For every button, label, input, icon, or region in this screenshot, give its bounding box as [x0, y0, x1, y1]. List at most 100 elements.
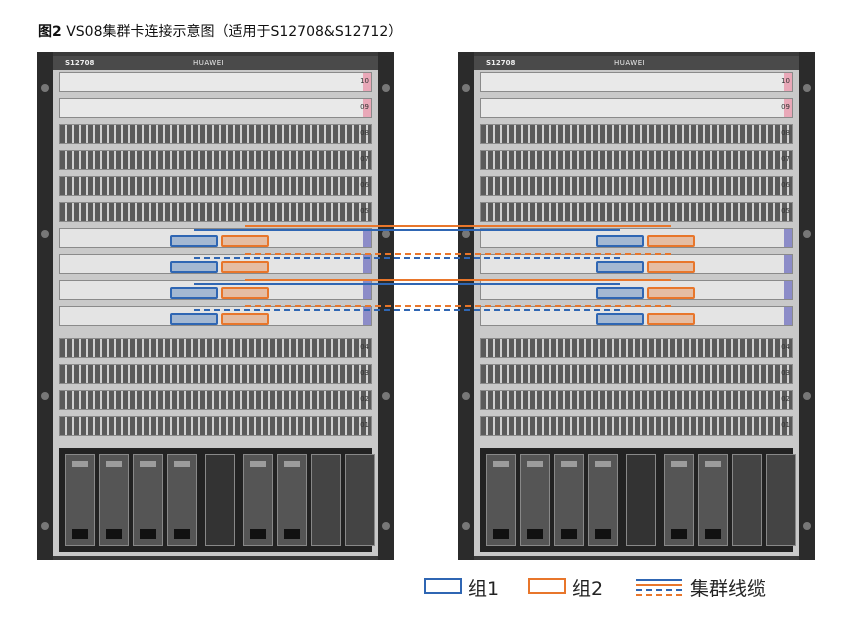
slot-number: 08 [781, 129, 790, 137]
cluster-card-slot [59, 280, 372, 300]
slot-marker [784, 229, 792, 247]
slot-marker [784, 281, 792, 299]
mounting-hole [803, 230, 811, 238]
right-chassis: S12708 HUAWEI 10 09 08 07 06 05 04 03 02… [458, 52, 815, 560]
lpu-slot: 06 [480, 176, 793, 196]
slot-number: 01 [781, 421, 790, 429]
power-module [486, 454, 516, 546]
group2-ports [647, 261, 695, 273]
chassis-header: S12708 HUAWEI [53, 56, 378, 70]
power-module-label [106, 461, 122, 467]
slot-marker [363, 255, 371, 273]
chassis-model: S12708 [486, 59, 516, 67]
right-mounting-ear [799, 52, 815, 560]
chassis-frame: S12708 HUAWEI 10 09 08 07 06 05 04 03 02… [474, 56, 799, 556]
mounting-hole [41, 230, 49, 238]
group1-ports [170, 287, 218, 299]
slot-number: 02 [360, 395, 369, 403]
blank-module [766, 454, 796, 546]
lpu-slot: 03 [59, 364, 372, 384]
group1-ports [596, 261, 644, 273]
legend-cable-label: 集群线缆 [690, 578, 767, 600]
mounting-hole [462, 84, 470, 92]
lpu-slot: 03 [480, 364, 793, 384]
fabric-module [205, 454, 235, 546]
figure-caption: 图2 VS08集群卡连接示意图（适用于S12708&S12712） [38, 21, 402, 41]
cluster-cable [245, 253, 671, 255]
slot-number: 10 [781, 77, 790, 85]
slot-number: 09 [781, 103, 790, 111]
legend-cable-swatch [636, 579, 682, 596]
fabric-module [626, 454, 656, 546]
legend-dashed-blue-line [636, 589, 682, 591]
slot-number: 06 [781, 181, 790, 189]
power-module-label [72, 461, 88, 467]
lpu-slot: 07 [59, 150, 372, 170]
blank-module [732, 454, 762, 546]
power-socket [72, 529, 88, 539]
group1-ports [170, 313, 218, 325]
figure-label: 图2 [38, 24, 62, 40]
power-module-label [493, 461, 509, 467]
power-module-label [140, 461, 156, 467]
slot-number: 04 [360, 343, 369, 351]
power-module-label [250, 461, 266, 467]
power-module [554, 454, 584, 546]
mounting-hole [803, 522, 811, 530]
mounting-hole [382, 392, 390, 400]
cluster-card-slot [480, 228, 793, 248]
group1-ports [596, 235, 644, 247]
slot-marker [363, 281, 371, 299]
lpu-slot: 01 [59, 416, 372, 436]
slot-number: 09 [360, 103, 369, 111]
mounting-hole [382, 84, 390, 92]
legend-group1-label: 组1 [468, 578, 500, 600]
mounting-hole [382, 230, 390, 238]
slot-marker [784, 307, 792, 325]
slot-marker [784, 255, 792, 273]
power-socket [106, 529, 122, 539]
power-module [99, 454, 129, 546]
lpu-slot: 07 [480, 150, 793, 170]
power-module [167, 454, 197, 546]
group1-ports [596, 287, 644, 299]
lpu-slot: 06 [59, 176, 372, 196]
lpu-slot: 02 [59, 390, 372, 410]
brand-label: HUAWEI [614, 59, 646, 67]
lpu-slot: 04 [59, 338, 372, 358]
power-module-label [705, 461, 721, 467]
power-socket [250, 529, 266, 539]
power-module-label [561, 461, 577, 467]
power-module [520, 454, 550, 546]
power-socket [527, 529, 543, 539]
legend-solid-orange-line [636, 584, 682, 586]
slot-number: 01 [360, 421, 369, 429]
power-module [588, 454, 618, 546]
mounting-hole [462, 230, 470, 238]
slot-number: 07 [360, 155, 369, 163]
power-socket [140, 529, 156, 539]
legend-group1-swatch [424, 578, 462, 594]
figure-title: VS08集群卡连接示意图（适用于S12708&S12712） [61, 24, 403, 40]
power-socket [671, 529, 687, 539]
slot-number: 06 [360, 181, 369, 189]
slot-number: 04 [781, 343, 790, 351]
chassis-frame: S12708 HUAWEI 10 09 08 07 06 05 04 03 02… [53, 56, 378, 556]
slot-number: 03 [360, 369, 369, 377]
slot-number: 02 [781, 395, 790, 403]
chassis-model: S12708 [65, 59, 95, 67]
power-module [133, 454, 163, 546]
cluster-card-slot [59, 254, 372, 274]
slot-number: 08 [360, 129, 369, 137]
slot-number: 05 [781, 207, 790, 215]
cluster-cable [245, 305, 671, 307]
lpu-slot: 08 [59, 124, 372, 144]
cluster-cable [194, 257, 620, 259]
power-module [698, 454, 728, 546]
slot-marker [784, 99, 792, 117]
mounting-hole [803, 84, 811, 92]
group2-ports [647, 235, 695, 247]
mpu-slot: 09 [480, 98, 793, 118]
cluster-card-slot [59, 306, 372, 326]
power-module [243, 454, 273, 546]
